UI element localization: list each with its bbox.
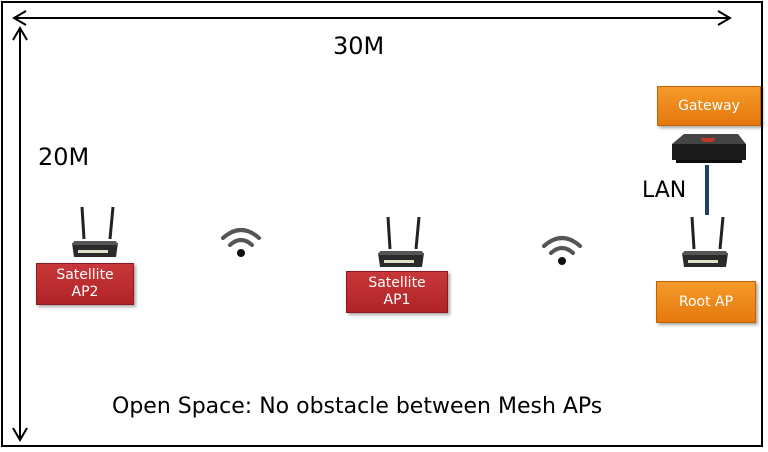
router-icon — [378, 216, 424, 267]
height-dimension-label: 20M — [38, 143, 90, 171]
width-dimension-label: 30M — [333, 32, 385, 60]
gateway-device-icon — [672, 134, 746, 163]
wifi-signal-icon — [542, 236, 582, 265]
caption: Open Space: No obstacle between Mesh APs — [112, 394, 603, 419]
diagram-frame — [1, 1, 763, 447]
satellite-ap2-label: Satellite AP2 — [36, 263, 134, 305]
router-icon — [682, 216, 728, 267]
satellite-ap2-line2: AP2 — [71, 284, 99, 300]
width-double-arrow-icon — [12, 10, 732, 26]
satellite-ap1-line1: Satellite — [368, 275, 426, 291]
gateway-label: Gateway — [657, 86, 761, 126]
satellite-ap1-label: Satellite AP1 — [346, 271, 448, 313]
satellite-ap1-line2: AP1 — [383, 292, 411, 308]
router-icon — [72, 206, 118, 257]
root-ap-label: Root AP — [656, 281, 756, 323]
wifi-signal-icon — [221, 228, 261, 257]
lan-label: LAN — [642, 178, 687, 203]
satellite-ap2-line1: Satellite — [56, 267, 114, 283]
height-double-arrow-icon — [12, 26, 28, 442]
